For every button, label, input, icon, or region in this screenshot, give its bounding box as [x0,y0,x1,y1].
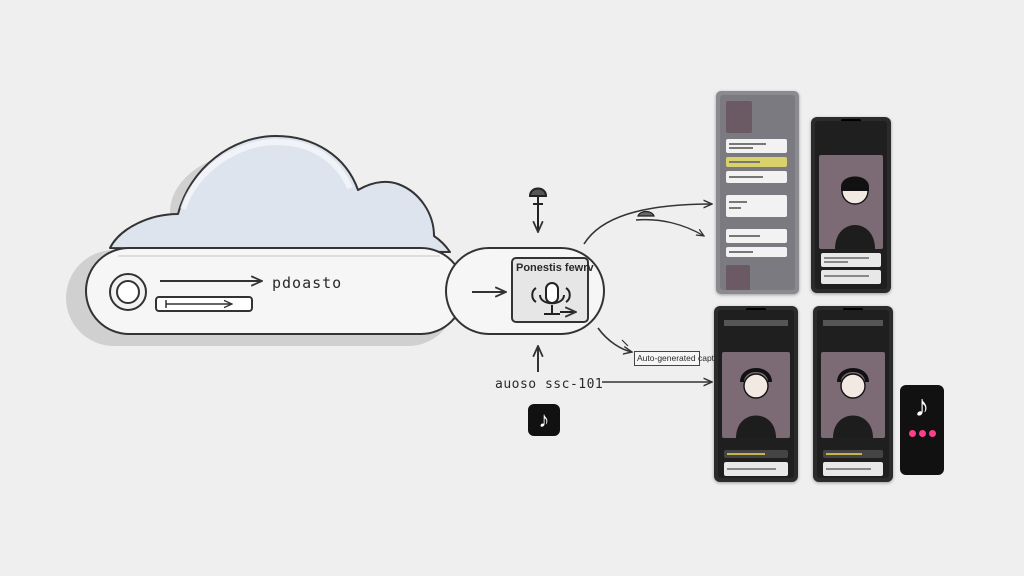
cursor-icon [637,210,655,217]
phone-chat-preview [716,91,799,294]
video-preview [722,352,790,438]
tiktok-icon: ♪ [528,404,560,436]
output-arrow-bottom [597,327,632,352]
output-arrow-mid [635,218,704,236]
headphone-icon [528,187,548,233]
video-preview [821,352,885,438]
phone-video-1 [811,117,891,293]
output-arrow-top [583,204,712,245]
processing-box-title: Ponestis fewrv [516,262,594,274]
mic-icon [531,282,576,314]
cloud-shape [109,135,451,253]
avatar [726,265,750,290]
phone-video-3 [813,306,893,482]
video-preview [819,155,883,249]
tiktok-app-card: ♪ [900,385,944,475]
phone-video-2 [714,306,798,482]
reaction-dots [908,430,936,437]
phone-screen [720,95,795,290]
audio-input-label: auoso ssc-101 [495,377,604,392]
captions-label: Auto-generated captions [634,351,730,366]
avatar [726,101,752,133]
tiktok-icon: ♪ [914,390,930,423]
dial-icon [109,273,147,311]
pipeline-label: pdoasto [272,274,343,292]
